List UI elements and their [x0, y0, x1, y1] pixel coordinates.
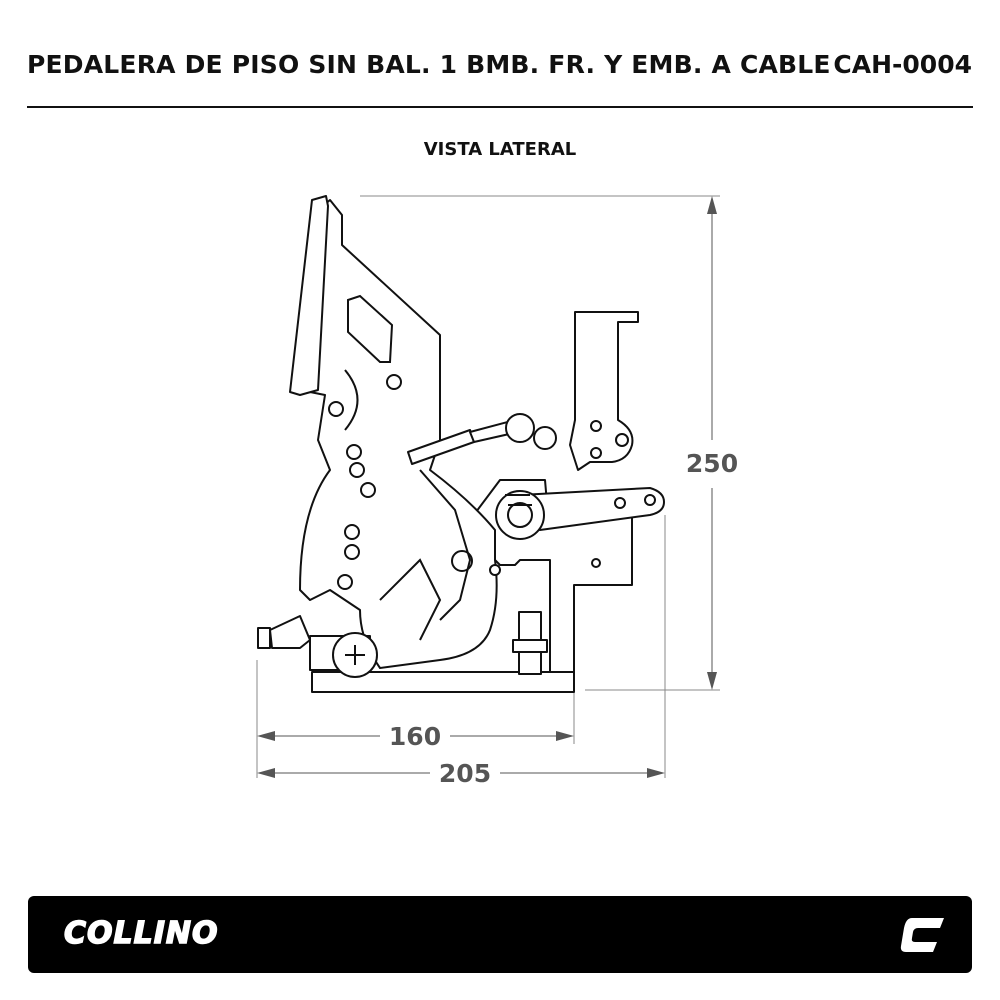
view-label: VISTA LATERAL: [423, 139, 577, 160]
page-title: PEDALERA DE PISO SIN BAL. 1 BMB. FR. Y E…: [27, 50, 831, 79]
brand-footer: COLLINO: [28, 896, 972, 973]
dimension-inner-width-label: 160: [389, 722, 441, 751]
pedal-assembly: [257, 195, 665, 693]
collino-c-logo-icon: [900, 918, 944, 952]
dimension-total-width-label: 205: [439, 759, 491, 788]
header-divider: [27, 106, 973, 108]
dimension-inner-width: [256, 660, 575, 778]
dimension-height: [360, 195, 720, 691]
dimension-height-label: 250: [686, 449, 738, 478]
dimension-total-width: [257, 515, 666, 778]
product-code: CAH-0004: [833, 50, 972, 79]
pedal-holes: [328, 294, 656, 590]
brand-name: COLLINO: [63, 915, 219, 952]
